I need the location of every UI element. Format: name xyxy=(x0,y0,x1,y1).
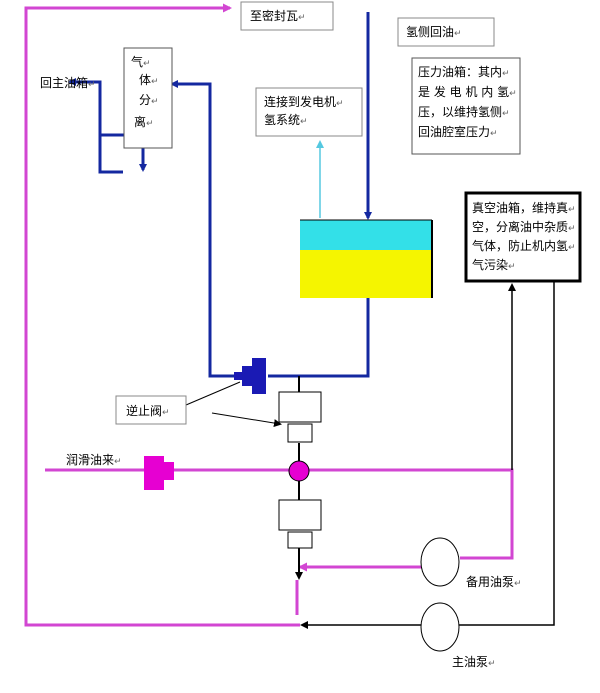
line-tank-down xyxy=(268,298,370,378)
label-vacuum-tank-1: 真空油箱，维持真↵ xyxy=(472,200,576,215)
tank-gas-space xyxy=(300,220,432,250)
line-separator-return xyxy=(98,133,124,174)
label-pressure-tank-4: 回油腔室压力↵ xyxy=(418,124,498,139)
tank-oil-space xyxy=(300,250,432,298)
label-h2-side-return: 氢侧回油↵ xyxy=(406,24,462,39)
gas-separator-box xyxy=(123,47,173,149)
black-lines xyxy=(185,280,555,629)
pointer-check-valve-1 xyxy=(185,381,241,406)
label-gas-separation-4: 离↵ xyxy=(134,114,154,129)
label-pressure-tank-3: 压，以维持氢侧↵ xyxy=(418,104,510,119)
connect-h2-box xyxy=(255,87,363,137)
check-valve-magenta xyxy=(144,456,174,490)
label-seal-pads: 至密封瓦↵ xyxy=(250,8,306,23)
label-pressure-tank-1: 压力油箱：其内↵ xyxy=(418,64,510,79)
label-vacuum-tank-4: 气污染↵ xyxy=(472,257,516,272)
label-gas-separation-3: 分↵ xyxy=(139,93,159,107)
check-valve-blue xyxy=(234,358,266,394)
check-valve-box xyxy=(115,395,187,425)
pressure-oil-tank xyxy=(300,219,433,298)
line-main-return-loop xyxy=(24,3,300,627)
junction-node xyxy=(288,460,310,482)
pressure-tank-box xyxy=(411,57,521,155)
label-gas-separation-2: 体↵ xyxy=(139,73,159,87)
vacuum-tank-box xyxy=(464,191,582,283)
label-lube-oil-in: 润滑油来↵ xyxy=(66,453,122,467)
label-pressure-tank-2: 是 发 电 机 内 氢↵ xyxy=(418,84,517,99)
label-vacuum-tank-3: 气体，防止机内氢↵ xyxy=(472,238,576,253)
line-vacuum-down xyxy=(300,280,555,629)
label-connect-h2-2: 氢系统↵ xyxy=(264,112,308,127)
magenta-lines xyxy=(24,3,514,627)
upper-filter xyxy=(278,391,322,443)
label-check-valve: 逆止阀↵ xyxy=(126,403,170,418)
seal-pads-box xyxy=(240,1,334,31)
line-lube-in xyxy=(45,468,514,560)
h2-return-box xyxy=(397,17,495,47)
main-pump-circle xyxy=(420,602,460,652)
lower-filter xyxy=(278,499,322,549)
pointer-check-valve-2 xyxy=(211,412,282,427)
label-standby-pump: 备用油泵↵ xyxy=(466,575,522,589)
label-main-pump: 主油泵↵ xyxy=(452,655,496,669)
blue-lines xyxy=(68,12,372,378)
label-connect-h2-1: 连接到发电机↵ xyxy=(264,94,344,109)
label-gas-separation-1: 气↵ xyxy=(131,54,151,69)
label-vacuum-tank-2: 空，分离油中杂质↵ xyxy=(472,219,576,234)
line-valve-up xyxy=(170,80,242,378)
label-return-main-tank: 回主油箱↵ xyxy=(40,75,96,90)
standby-pump-circle xyxy=(420,537,460,587)
line-separator-up xyxy=(68,78,102,135)
